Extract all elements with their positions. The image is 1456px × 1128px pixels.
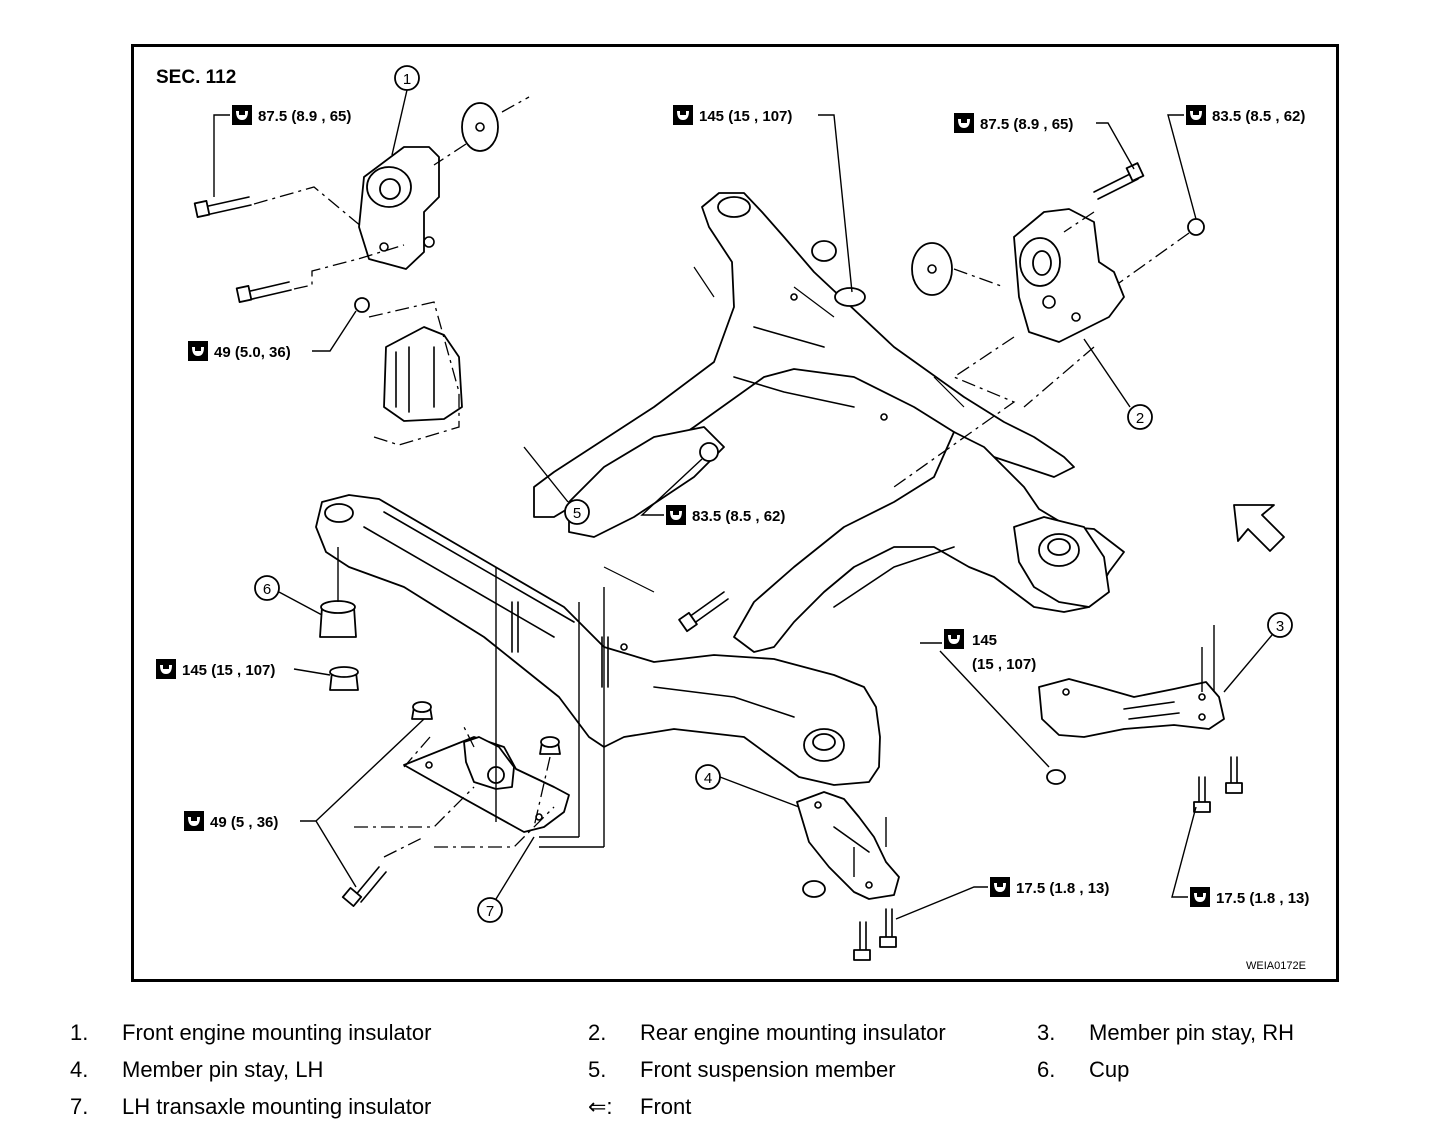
torque-spec-4: 83.5 (8.5 , 62) <box>1167 105 1305 220</box>
legend-label: Rear engine mounting insulator <box>640 1020 946 1045</box>
transaxle-bracket-upper <box>368 301 463 446</box>
callout-5-label: 5 <box>573 505 581 522</box>
torque-wrench-icon <box>184 811 204 831</box>
callout-6: 6 <box>254 575 323 616</box>
torque-spec-10-text: 17.5 (1.8 , 13) <box>1016 880 1109 897</box>
torque-spec-5: 49 (5.0, 36) <box>188 310 357 361</box>
diagram-frame: SEC. 112 <box>131 44 1339 982</box>
torque-wrench-icon <box>944 629 964 649</box>
front-suspension-member-drawing <box>315 192 1125 786</box>
torque-spec-9-text: 49 (5 , 36) <box>210 814 278 831</box>
callout-5: 5 <box>523 446 590 525</box>
member-pin-stay-rh <box>1038 625 1243 813</box>
legend-number: ⇐: <box>588 1094 613 1119</box>
torque-spec-3: 87.5 (8.9 , 65) <box>954 113 1135 170</box>
torque-spec-8: 145 (15 , 107) <box>920 629 1050 768</box>
torque-spec-1-text: 87.5 (8.9 , 65) <box>258 108 351 125</box>
torque-spec-2-text: 145 (15 , 107) <box>699 108 792 125</box>
stopper-bushings <box>678 240 866 633</box>
cup <box>319 547 359 691</box>
legend-label: LH transaxle mounting insulator <box>122 1094 432 1119</box>
legend-number: 2. <box>588 1020 607 1045</box>
lh-transaxle-mounting-insulator <box>341 567 609 907</box>
legend-label: Front <box>640 1094 692 1119</box>
torque-spec-4-text: 83.5 (8.5 , 62) <box>1212 108 1305 125</box>
torque-spec-2: 145 (15 , 107) <box>673 105 853 293</box>
parts-legend: 1. Front engine mounting insulator 2. Re… <box>0 1000 1456 1128</box>
torque-spec-7: 145 (15 , 107) <box>156 659 331 679</box>
member-pin-stay-lh <box>796 791 900 961</box>
torque-wrench-icon <box>156 659 176 679</box>
torque-spec-5-text: 49 (5.0, 36) <box>214 344 291 361</box>
torque-spec-3-text: 87.5 (8.9 , 65) <box>980 116 1073 133</box>
bushing-rear-left <box>717 196 751 218</box>
torque-wrench-icon <box>990 877 1010 897</box>
legend-label: Member pin stay, LH <box>122 1057 324 1082</box>
legend-number: 3. <box>1037 1020 1056 1045</box>
torque-wrench-icon <box>673 105 693 125</box>
torque-spec-7-text: 145 (15 , 107) <box>182 662 275 679</box>
legend-number: 6. <box>1037 1057 1056 1082</box>
legend-number: 4. <box>70 1057 89 1082</box>
callout-1-label: 1 <box>403 71 411 88</box>
legend-label: Front suspension member <box>640 1057 896 1082</box>
torque-wrench-icon <box>954 113 974 133</box>
torque-wrench-icon <box>666 505 686 525</box>
legend-label: Member pin stay, RH <box>1089 1020 1294 1045</box>
callout-2-label: 2 <box>1136 410 1144 427</box>
torque-spec-8-line1: 145 <box>972 632 997 649</box>
legend-label: Cup <box>1089 1057 1130 1082</box>
torque-spec-11: 17.5 (1.8 , 13) <box>1171 806 1309 907</box>
legend-number: 7. <box>70 1094 89 1119</box>
torque-wrench-icon <box>1186 105 1206 125</box>
torque-spec-8-line2: (15 , 107) <box>972 656 1036 673</box>
torque-wrench-icon <box>232 105 252 125</box>
torque-spec-6-text: 83.5 (8.5 , 62) <box>692 508 785 525</box>
torque-wrench-icon <box>1190 887 1210 907</box>
callout-7: 7 <box>477 836 535 923</box>
callout-7-label: 7 <box>486 903 494 920</box>
front-direction-arrow-icon <box>1233 504 1285 552</box>
figure-code: WEIA0172E <box>1246 960 1306 972</box>
callout-1: 1 <box>391 65 420 156</box>
bushing-front-left <box>324 503 354 523</box>
callout-3-label: 3 <box>1276 618 1284 635</box>
callout-4-label: 4 <box>704 770 712 787</box>
callout-3: 3 <box>1223 612 1293 693</box>
front-engine-mounting-insulator <box>193 96 530 313</box>
rear-engine-mounting-insulator <box>893 162 1205 488</box>
legend-number: 5. <box>588 1057 607 1082</box>
torque-spec-6: 83.5 (8.5 , 62) <box>640 458 785 525</box>
torque-spec-10: 17.5 (1.8 , 13) <box>895 877 1109 920</box>
torque-spec-1: 87.5 (8.9 , 65) <box>213 105 351 197</box>
callout-4: 4 <box>695 764 800 808</box>
callout-2: 2 <box>1083 338 1153 430</box>
torque-spec-11-text: 17.5 (1.8 , 13) <box>1216 890 1309 907</box>
section-label: SEC. 112 <box>156 67 236 88</box>
legend-number: 1. <box>70 1020 89 1045</box>
torque-spec-9: 49 (5 , 36) <box>184 718 425 888</box>
torque-wrench-icon <box>188 341 208 361</box>
callout-6-label: 6 <box>263 581 271 598</box>
legend-label: Front engine mounting insulator <box>122 1020 432 1045</box>
exploded-view-diagram: SEC. 112 <box>156 65 1309 972</box>
